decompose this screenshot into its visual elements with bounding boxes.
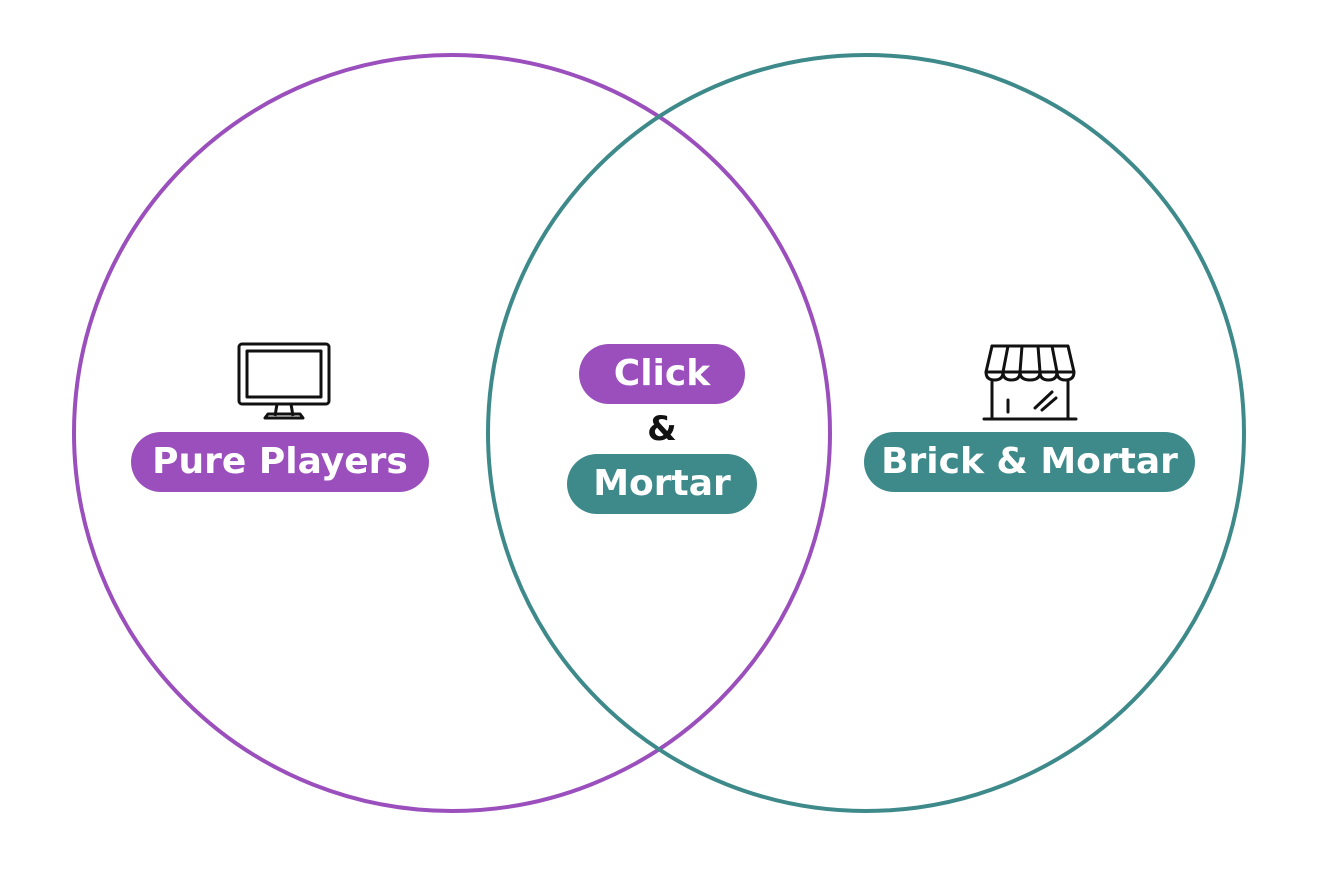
click-label: Click bbox=[579, 344, 745, 404]
right-circle-brick-and-mortar bbox=[486, 53, 1246, 813]
brick-and-mortar-label: Brick & Mortar bbox=[864, 432, 1195, 492]
storefront-icon bbox=[982, 344, 1078, 421]
pure-players-label: Pure Players bbox=[131, 432, 429, 492]
ampersand-connector: & bbox=[647, 409, 677, 449]
mortar-label: Mortar bbox=[567, 454, 757, 514]
left-circle-pure-players bbox=[72, 53, 832, 813]
monitor-icon bbox=[237, 342, 331, 420]
